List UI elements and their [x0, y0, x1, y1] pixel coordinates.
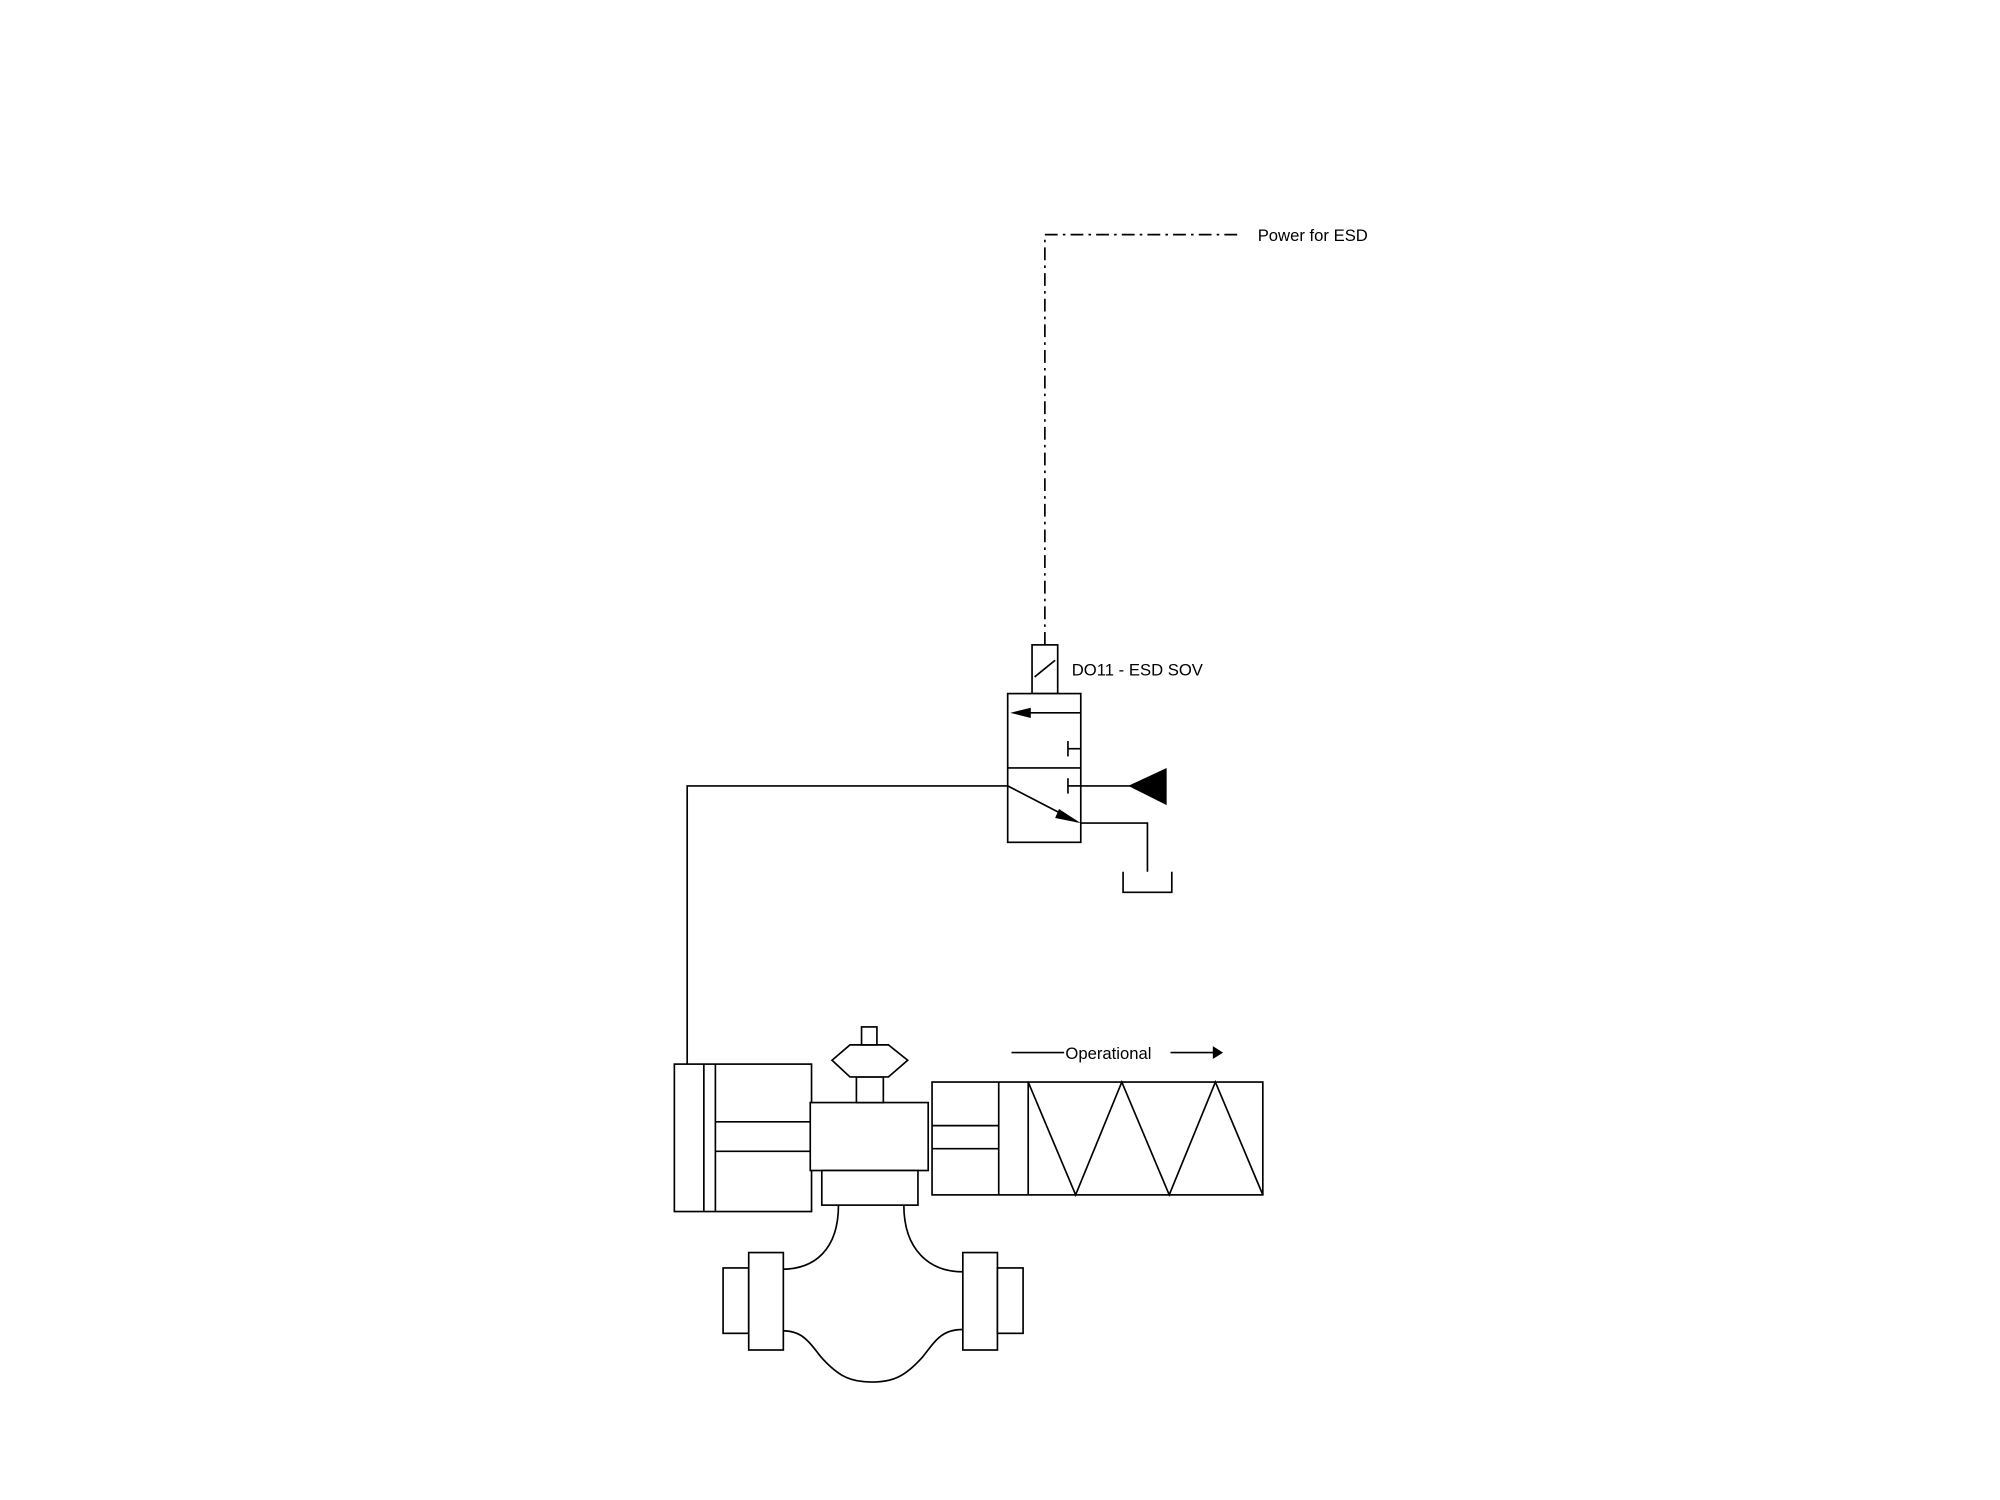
flow-arrow-diagonal-icon [1055, 808, 1081, 824]
operational-arrow-icon [1212, 1046, 1224, 1059]
actuator-cylinder [673, 1063, 813, 1213]
valve-bonnet [820, 1169, 919, 1206]
flow-arrow-left-icon [1010, 707, 1031, 718]
pneumatic-line [686, 785, 1008, 1065]
power-signal-line [1044, 233, 1242, 645]
positioner-diaphragm-icon [830, 1044, 909, 1078]
actuator-valve-assembly [673, 1026, 1264, 1383]
pressure-source-icon [1128, 767, 1167, 806]
actuator-yoke [809, 1101, 930, 1172]
left-flange [722, 1267, 750, 1335]
exhaust-tank-icon [1122, 871, 1173, 894]
sov-label: DO11 - ESD SOV [1072, 661, 1204, 680]
operational-label: Operational [1065, 1044, 1151, 1063]
spring-icon [1027, 1079, 1264, 1198]
power-for-esd-label: Power for ESD [1258, 226, 1368, 245]
spring-housing [931, 1081, 1264, 1196]
solenoid-valve [1006, 644, 1173, 894]
right-flange [961, 1251, 999, 1351]
